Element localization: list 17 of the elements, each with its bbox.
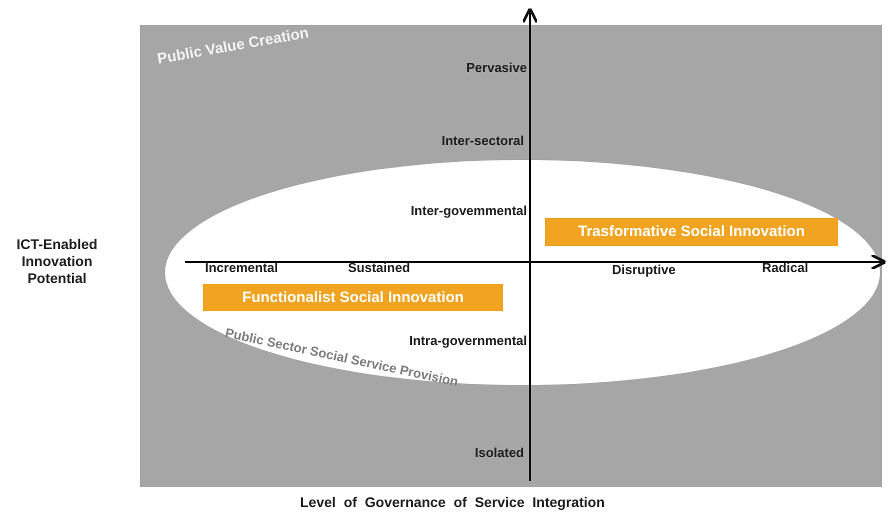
axis-tick-label: Radical [762, 260, 808, 275]
axis-tick-label: Inter-govemmental [410, 203, 527, 218]
box-label: Trasformative Social Innovation [578, 223, 805, 240]
axis-title: Level of Governance of Service Integration [300, 494, 605, 510]
highlight-box [545, 218, 838, 246]
axis-tick-label: Pervasive [466, 60, 527, 75]
axis-tick-label: Isolated [474, 445, 524, 460]
axis-tick-label: Incremental [205, 260, 278, 275]
box-label: Functionalist Social Innovation [242, 289, 464, 306]
axis-tick-label: Sustained [348, 260, 410, 275]
axis-tick-label: Intra-governmental [409, 333, 527, 348]
highlight-box [203, 284, 503, 311]
axis-tick-label: Inter-sectoral [442, 133, 524, 148]
background-panel [140, 25, 882, 487]
axis-title: ICT-Enabled Innovation Potential [16, 236, 98, 287]
region-title: Public Value Creation [156, 24, 310, 68]
axis-tick-label: Disruptive [612, 262, 676, 277]
